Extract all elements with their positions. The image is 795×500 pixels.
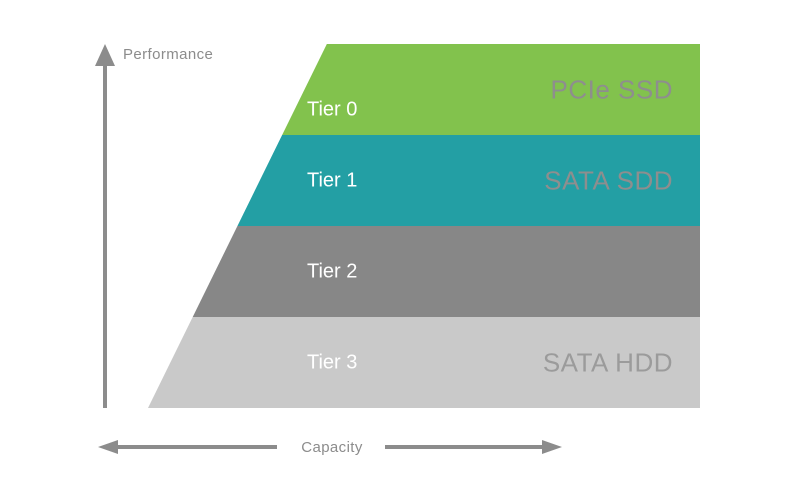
tier-0-technology-label: PCIe SSD xyxy=(550,74,673,104)
tier-pyramid: Tier 0 PCIe SSD Tier 1 SATA SDD Tier 2 T… xyxy=(148,44,700,408)
capacity-axis-line-left xyxy=(115,445,277,449)
tier-2-name: Tier 2 xyxy=(307,260,358,282)
tier-row-3: Tier 3 SATA HDD xyxy=(148,317,700,408)
tier-row-1: Tier 1 SATA SDD xyxy=(148,135,700,226)
tier-3-technology-label: SATA HDD xyxy=(542,347,673,377)
tier-0-name: Tier 0 xyxy=(307,98,358,121)
capacity-axis-label: Capacity xyxy=(301,439,363,456)
tier-row-2: Tier 2 xyxy=(148,226,700,317)
performance-axis-label: Performance xyxy=(123,46,214,63)
capacity-axis-arrow-right-icon xyxy=(542,440,562,454)
performance-axis-arrow-up-icon xyxy=(95,44,115,66)
tier-3-name: Tier 3 xyxy=(307,351,358,373)
performance-axis-line xyxy=(103,62,107,408)
tier-1-technology-label: SATA SDD xyxy=(544,165,673,195)
capacity-axis-arrow-left-icon xyxy=(98,440,118,454)
capacity-axis-line-right xyxy=(385,445,544,449)
tier-1-name: Tier 1 xyxy=(307,169,358,191)
tier-row-0: Tier 0 PCIe SSD xyxy=(148,44,700,135)
